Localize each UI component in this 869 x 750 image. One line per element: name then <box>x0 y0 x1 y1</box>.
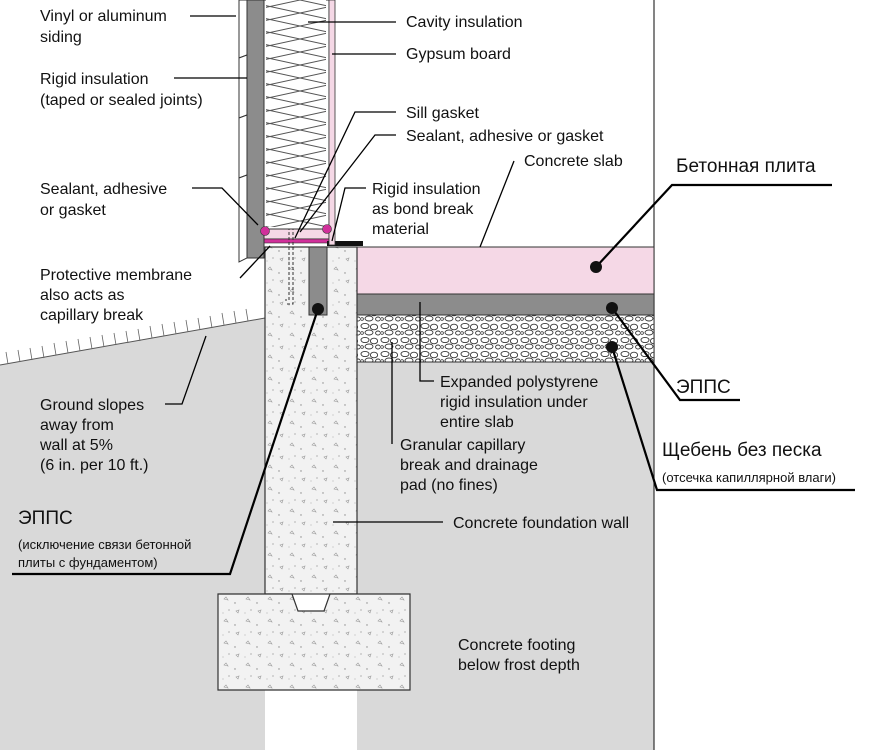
label-sealant-right: Sealant, adhesive or gasket <box>406 128 604 145</box>
annotation-pointers <box>12 183 855 576</box>
annotation-slab: Бетонная плита <box>676 156 816 177</box>
label-footing-2: below frost depth <box>458 657 580 674</box>
label-footing: Concrete footing <box>458 637 575 654</box>
label-eps-3: entire slab <box>440 414 514 431</box>
concrete-footing <box>217 593 411 691</box>
annotation-epps-left-note-2: плиты с фундаментом) <box>18 555 158 570</box>
label-eps: Expanded polystyrene <box>440 374 598 391</box>
annotation-gravel-note: (отсечка капиллярной влаги) <box>662 470 836 485</box>
label-bond-break: Rigid insulation <box>372 181 481 198</box>
label-bond-break-2: as bond break <box>372 201 474 218</box>
sealant-dot-left <box>260 226 270 236</box>
sealant-dot-right <box>322 224 332 234</box>
label-sealant-left: Sealant, adhesive <box>40 181 167 198</box>
labels-right: Cavity insulation Gypsum board Sill gask… <box>372 14 629 674</box>
label-granular-2: break and drainage <box>400 457 538 474</box>
label-granular: Granular capillary <box>400 437 525 454</box>
label-concrete-slab: Concrete slab <box>524 153 623 170</box>
label-ground-slope: Ground slopes <box>40 397 144 414</box>
siding <box>238 0 248 263</box>
label-granular-3: pad (no fines) <box>400 477 498 494</box>
pointer-lines <box>165 15 515 523</box>
label-cavity-insulation: Cavity insulation <box>406 14 523 31</box>
label-sill-gasket: Sill gasket <box>406 105 479 122</box>
sill-gasket <box>261 238 330 244</box>
label-ground-slope-2: away from <box>40 417 114 434</box>
annotation-epps-left-note: (исключение связи бетонной <box>18 537 191 552</box>
label-membrane-3: capillary break <box>40 307 144 324</box>
label-bond-break-3: material <box>372 221 429 238</box>
label-membrane-2: also acts as <box>40 287 124 304</box>
eps-layer <box>326 293 655 316</box>
annotation-epps-right: ЭППС <box>676 377 731 398</box>
label-siding: Vinyl or aluminum <box>40 8 167 25</box>
rigid-insulation-sheathing <box>246 0 265 259</box>
label-gypsum-board: Gypsum board <box>406 46 511 63</box>
label-ground-slope-3: wall at 5% <box>39 437 113 454</box>
gypsum-board <box>328 0 336 246</box>
cavity-insulation <box>266 0 326 227</box>
annotation-gravel: Щебень без песка <box>662 440 822 461</box>
label-membrane: Protective membrane <box>40 267 192 284</box>
label-rigid-insulation-2: (taped or sealed joints) <box>40 92 203 109</box>
label-eps-2: rigid insulation under <box>440 394 588 411</box>
label-siding-2: siding <box>40 29 82 46</box>
labels-left: Vinyl or aluminum siding Rigid insulatio… <box>39 8 203 474</box>
annotations-ru: Бетонная плита ЭППС Щебень без песка (от… <box>18 156 836 570</box>
label-ground-slope-4: (6 in. per 10 ft.) <box>40 457 149 474</box>
label-foundation-wall: Concrete foundation wall <box>453 515 629 532</box>
gravel-pad <box>356 314 655 363</box>
label-sealant-left-2: or gasket <box>40 202 106 219</box>
bond-break-strip <box>327 241 363 246</box>
annotation-epps-left: ЭППС <box>18 508 73 529</box>
concrete-slab <box>326 246 655 295</box>
label-rigid-insulation: Rigid insulation <box>40 71 149 88</box>
